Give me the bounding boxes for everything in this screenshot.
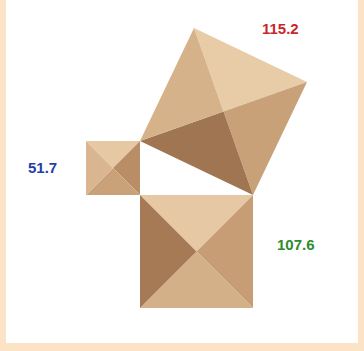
- tilted-pyramid: [140, 28, 307, 195]
- hypotenuse-length: 115.2: [262, 20, 299, 38]
- long-side-length: 107.6: [277, 236, 315, 254]
- small-pyramid: [86, 141, 140, 195]
- white-ground: [6, 0, 358, 343]
- bottom-pyramid: [140, 195, 253, 308]
- short-side-length: 51.7: [28, 159, 57, 177]
